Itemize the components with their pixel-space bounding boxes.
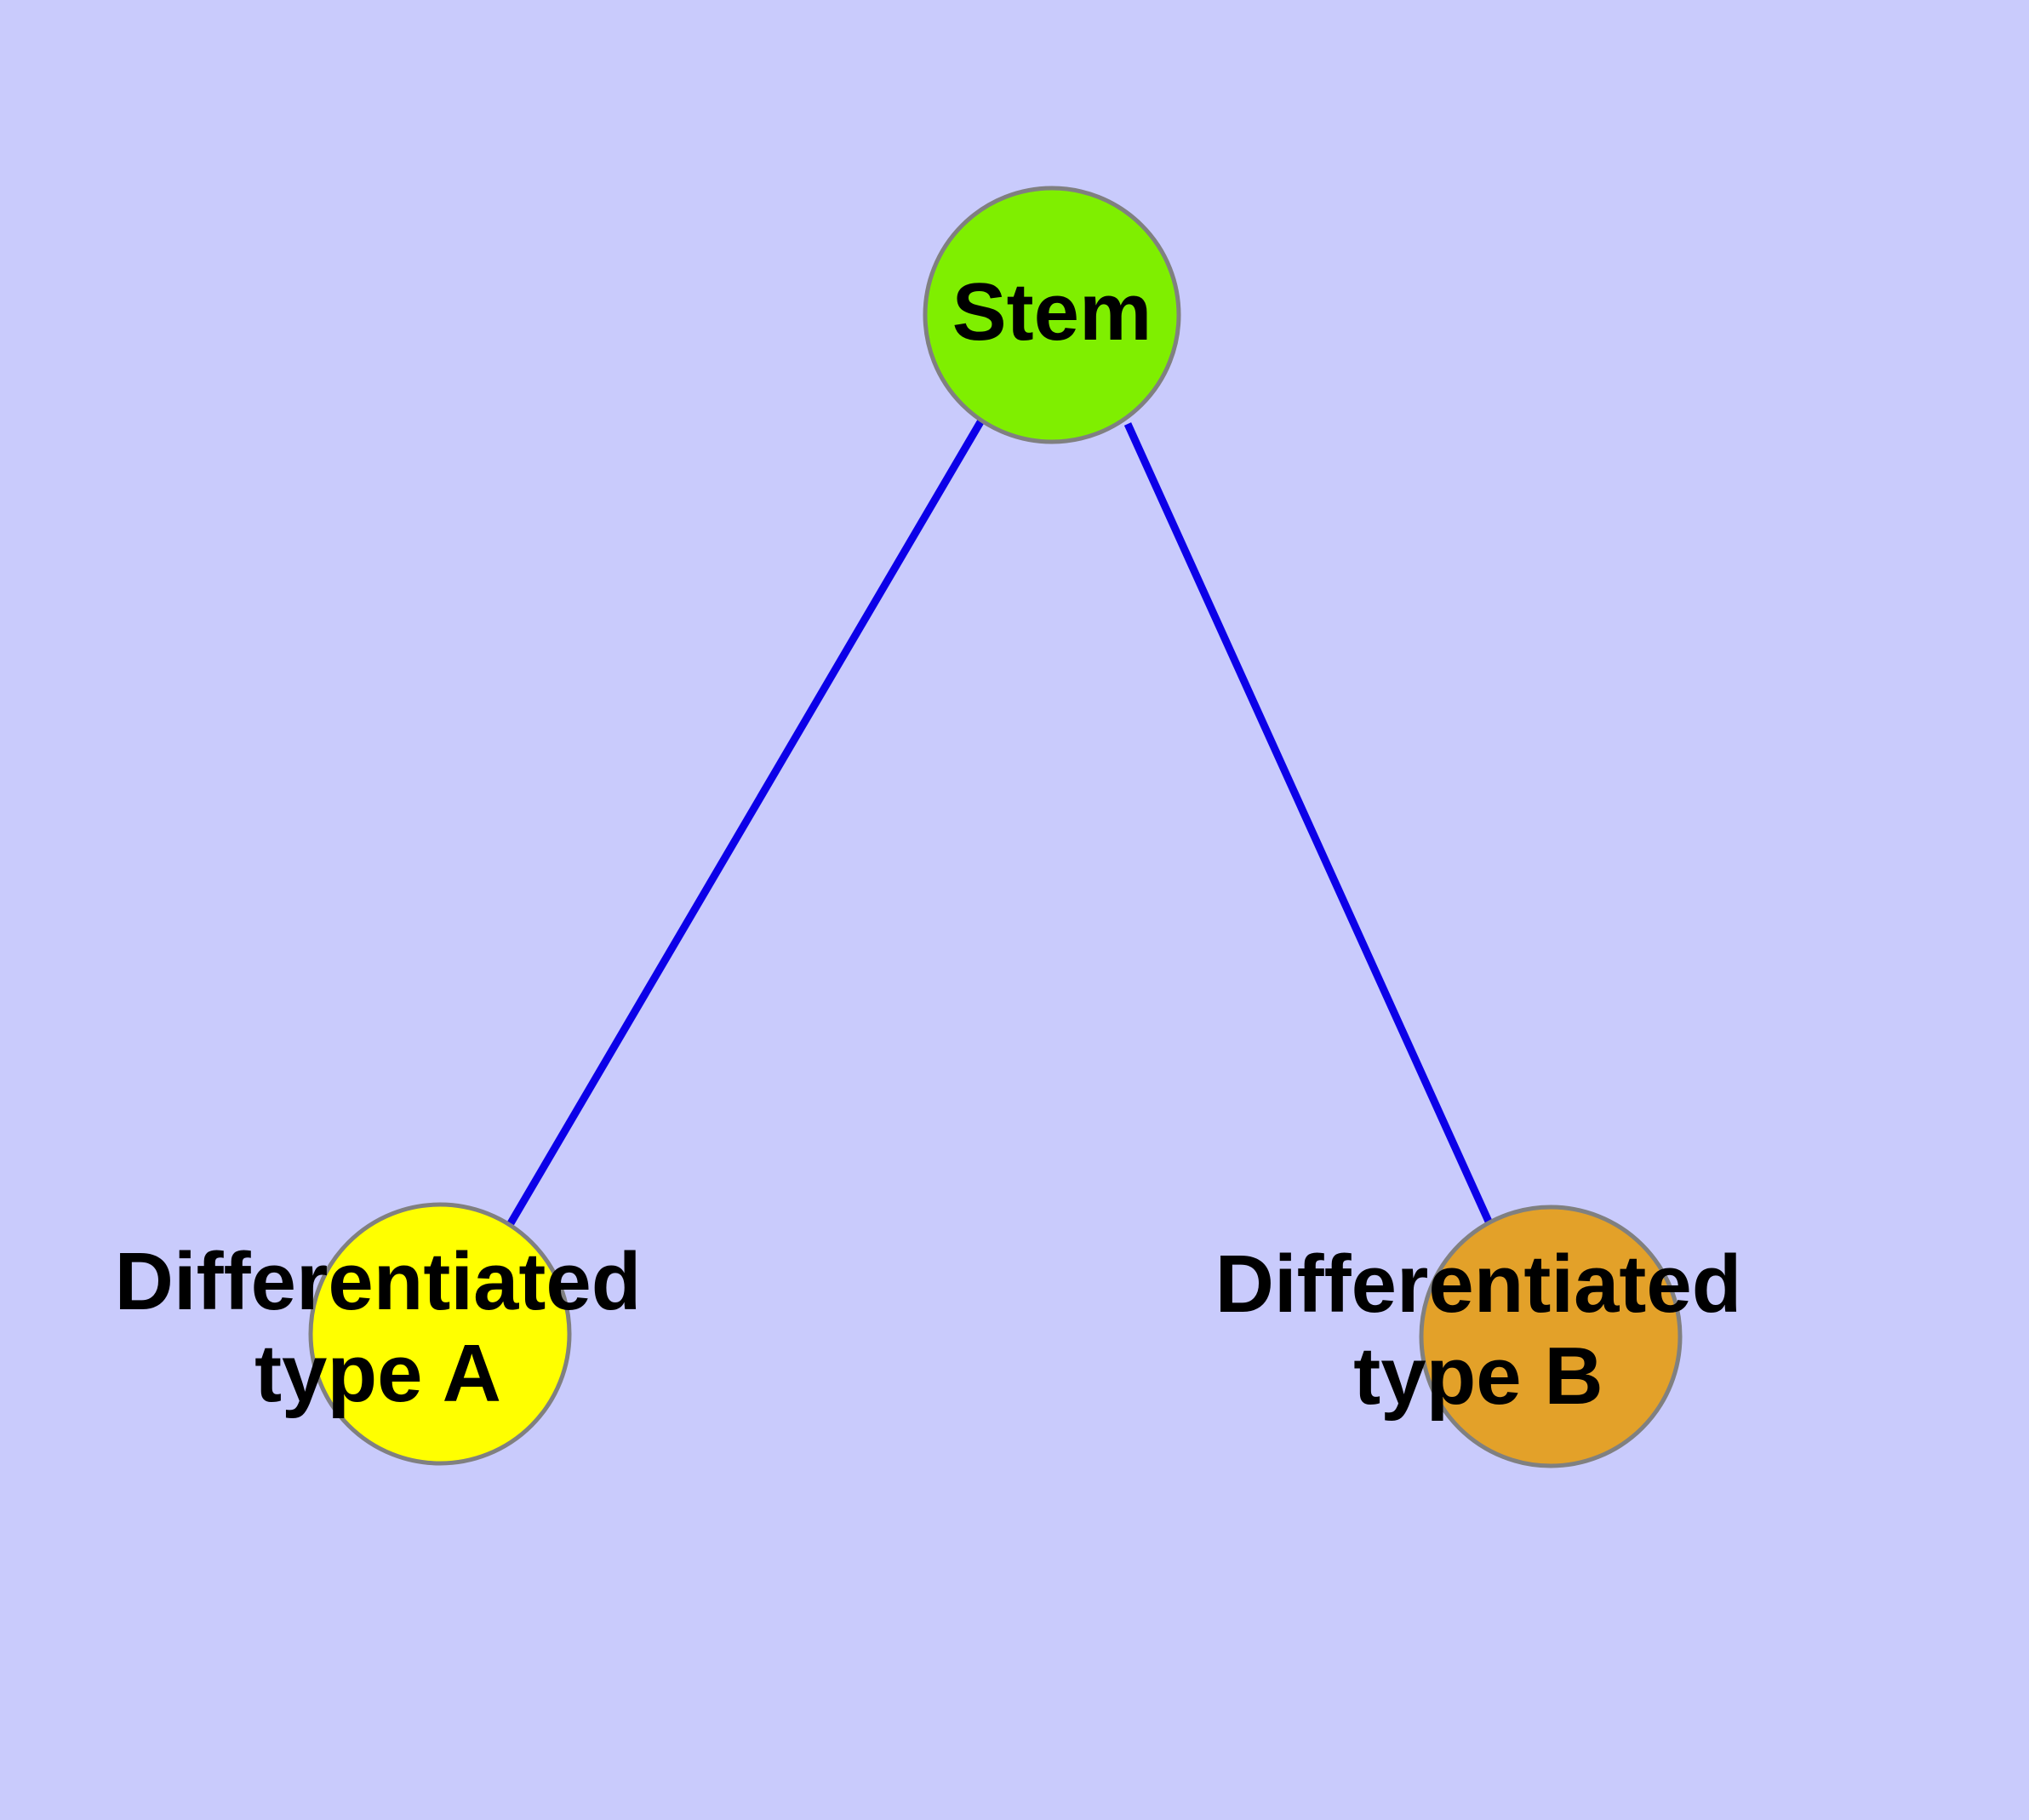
node-stem[interactable] bbox=[923, 186, 1181, 444]
node-stem-label: Stem bbox=[952, 266, 1152, 358]
node-label-line: Differentiated bbox=[1215, 1239, 1742, 1331]
node-label-line: Stem bbox=[952, 266, 1152, 358]
edge-stem-to-differentiated-type-b[interactable] bbox=[1123, 422, 1494, 1225]
node-label-line: type B bbox=[1353, 1331, 1603, 1422]
node-label-line: type A bbox=[254, 1328, 501, 1419]
node-stem-circle[interactable] bbox=[923, 186, 1181, 444]
node-differentiated-type-a[interactable] bbox=[308, 1202, 572, 1466]
node-layer bbox=[308, 186, 1683, 1468]
node-differentiated-type-b[interactable] bbox=[1419, 1205, 1683, 1468]
node-differentiated-type-a-circle[interactable] bbox=[308, 1202, 572, 1466]
node-differentiated-type-b-circle[interactable] bbox=[1419, 1205, 1683, 1468]
edge-stem-to-differentiated-type-a[interactable] bbox=[507, 418, 985, 1226]
node-label-line: Differentiated bbox=[115, 1237, 642, 1328]
edge-layer bbox=[507, 418, 1494, 1226]
